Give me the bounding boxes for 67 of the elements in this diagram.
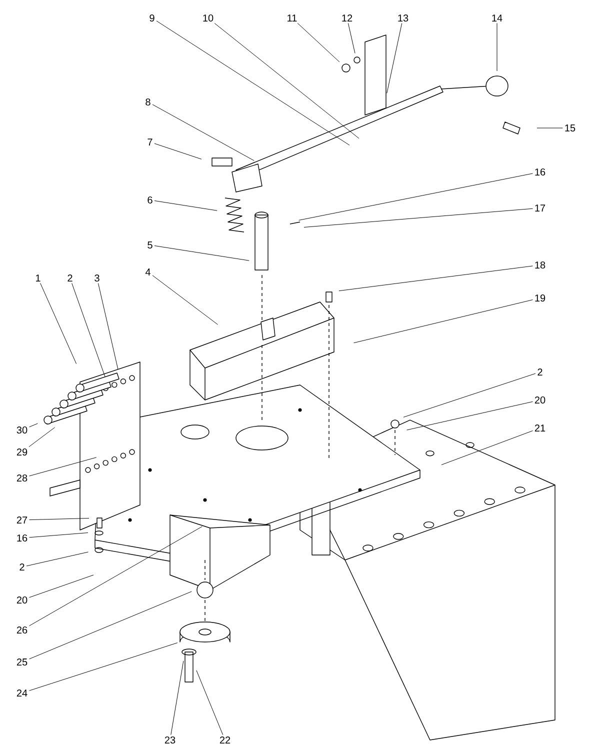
leader-line <box>154 245 250 261</box>
callout-number: 14 <box>492 14 502 22</box>
callout-number: 20 <box>16 596 28 604</box>
leader-line <box>403 373 536 418</box>
callout-number: 2 <box>20 564 24 570</box>
callout-number: 28 <box>16 474 28 482</box>
leader-line <box>29 642 178 691</box>
leader-line <box>72 282 106 377</box>
callout-number: 29 <box>16 448 28 456</box>
leader-line <box>154 200 218 211</box>
callout-number: 9 <box>150 14 154 22</box>
callout-number: 10 <box>203 14 214 22</box>
leader-line <box>152 275 218 325</box>
callout-number: 3 <box>94 274 100 282</box>
leader-line <box>496 22 498 72</box>
callout-number: 23 <box>164 736 176 744</box>
leader-line <box>406 401 533 430</box>
leader-line <box>196 670 224 736</box>
callout-number: 18 <box>535 261 546 269</box>
callout-number: 24 <box>16 690 28 696</box>
leader-line <box>29 532 88 538</box>
callout-number: 7 <box>148 138 152 146</box>
callout-number: 12 <box>342 14 352 22</box>
leader-line <box>29 526 202 626</box>
leader-line <box>28 427 56 448</box>
leader-line <box>297 22 340 62</box>
callout-number: 15 <box>565 124 576 132</box>
leader-line <box>441 430 533 466</box>
leader-line <box>29 423 38 428</box>
callout-number: 2 <box>538 368 542 376</box>
callout-number: 16 <box>535 168 546 176</box>
leader-line <box>29 457 97 476</box>
callout-number: 11 <box>288 14 297 22</box>
leader-line <box>304 208 533 228</box>
leader-line <box>154 143 202 160</box>
callout-number: 13 <box>398 14 408 22</box>
callout-number: 1 <box>36 274 40 282</box>
leader-line <box>214 23 360 139</box>
leader-line <box>29 591 192 660</box>
callout-number: 2 <box>68 274 72 282</box>
leader-line <box>156 20 350 146</box>
leader-line <box>386 23 402 94</box>
callout-number: 16 <box>17 534 28 542</box>
leader-line <box>40 282 77 364</box>
leader-line <box>298 173 533 220</box>
callout-number: 30 <box>16 426 28 434</box>
callout-number: 8 <box>146 98 150 106</box>
callout-number: 19 <box>535 294 546 302</box>
callout-number: 6 <box>148 196 152 204</box>
callout-number: 5 <box>148 242 152 248</box>
callout-number: 22 <box>220 736 230 744</box>
callout-number: 25 <box>16 658 28 666</box>
callout-number: 4 <box>145 268 150 276</box>
leader-line <box>338 266 533 292</box>
leader-line <box>26 552 88 566</box>
leader-line <box>152 104 254 161</box>
callout-number: 26 <box>16 626 28 634</box>
leader-line <box>354 300 533 344</box>
callout-number: 20 <box>534 396 546 404</box>
leader-line <box>29 574 94 598</box>
leader-line <box>170 660 184 735</box>
leader-line <box>98 283 118 370</box>
callout-number: 17 <box>535 204 546 212</box>
callout-number: 27 <box>16 516 28 524</box>
leader-line <box>29 518 90 520</box>
callout-number: 21 <box>534 424 546 432</box>
leader-line <box>348 22 356 54</box>
